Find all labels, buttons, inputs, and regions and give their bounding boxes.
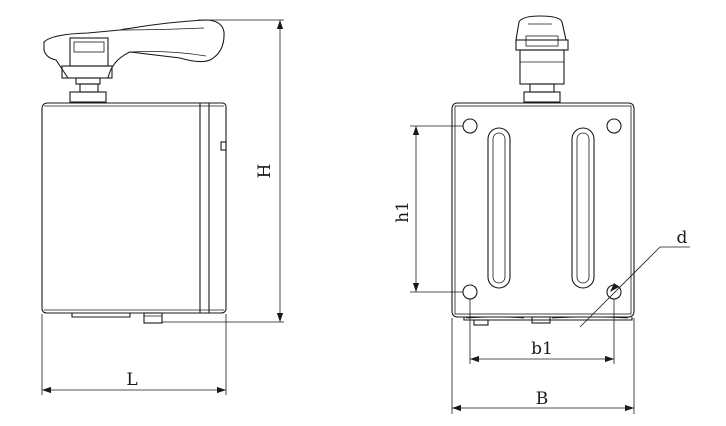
mounting-hole-bottom-left bbox=[462, 284, 478, 300]
dimension-label-l: L bbox=[126, 370, 137, 390]
leader-arrow-d bbox=[610, 283, 619, 292]
dimension-label-d: d bbox=[677, 228, 688, 248]
adjustment-slot-right bbox=[571, 127, 595, 289]
clamp-stem bbox=[61, 65, 113, 103]
dimension-label-h1: h1 bbox=[393, 201, 413, 223]
leader-line-d bbox=[579, 246, 661, 328]
dimension-label-b: B bbox=[536, 389, 549, 409]
clamp-lever bbox=[43, 19, 225, 79]
clamp-body bbox=[41, 102, 227, 324]
front-view: h1 b1 B d bbox=[393, 15, 690, 414]
mounting-hole-top-right bbox=[606, 118, 622, 134]
dimension-label-h: H bbox=[255, 164, 275, 179]
mounting-hole-top-left bbox=[462, 118, 478, 134]
side-view: H L bbox=[41, 19, 284, 395]
dimension-label-b1: b1 bbox=[531, 339, 553, 359]
adjustment-slot-left bbox=[487, 127, 511, 289]
clamp-lever-front bbox=[515, 15, 569, 103]
